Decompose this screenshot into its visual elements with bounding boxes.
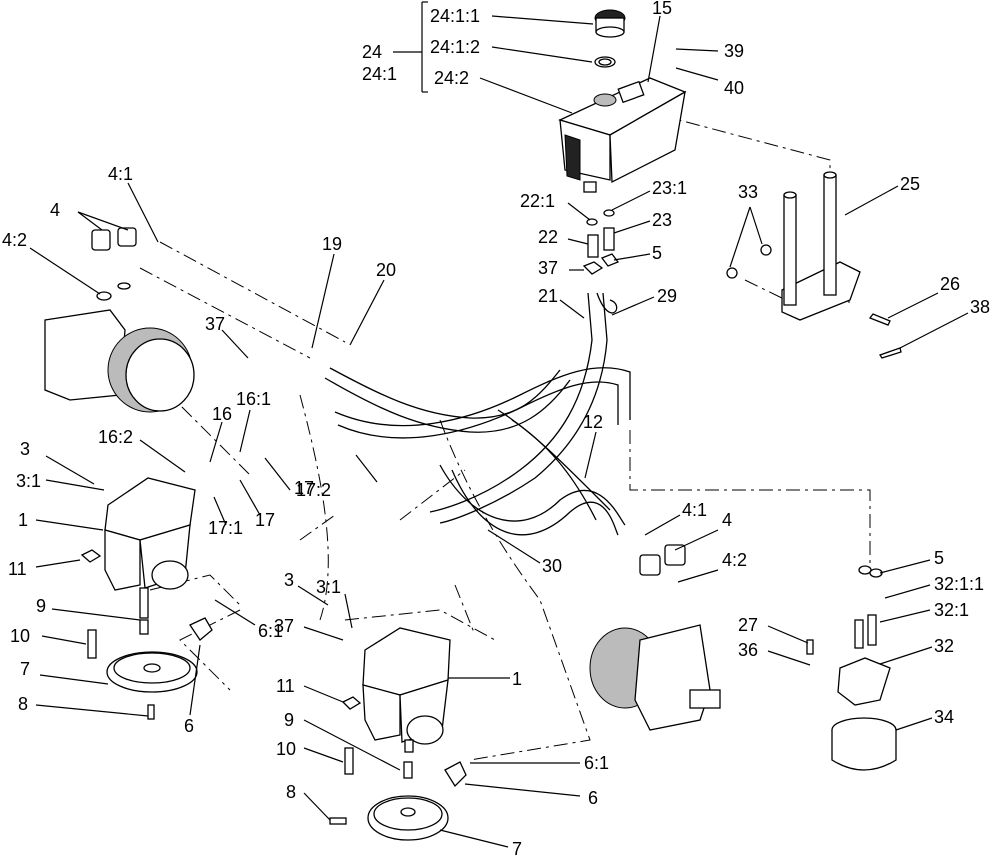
callout: 17:1 bbox=[208, 518, 243, 538]
callout: 3:1 bbox=[316, 577, 341, 597]
callout: 10 bbox=[276, 739, 296, 759]
reservoir-assembly bbox=[558, 9, 687, 193]
callout: 40 bbox=[724, 78, 744, 98]
callout: 22:1 bbox=[520, 191, 555, 211]
callout: 9 bbox=[284, 710, 294, 730]
callout: 24:1:1 bbox=[430, 6, 480, 26]
callout: 12 bbox=[583, 412, 603, 432]
callout: 6 bbox=[588, 788, 598, 808]
callout: 24:2 bbox=[434, 68, 469, 88]
callout: 19 bbox=[322, 234, 342, 254]
callout: 5 bbox=[934, 548, 944, 568]
callout-24-1: 24:1 bbox=[362, 64, 397, 84]
callout: 23 bbox=[652, 210, 672, 230]
callout: 34 bbox=[934, 707, 954, 727]
callout: 36 bbox=[738, 640, 758, 660]
callout: 32 bbox=[934, 636, 954, 656]
callout: 21 bbox=[538, 286, 558, 306]
callout: 6:1 bbox=[258, 621, 283, 641]
callout: 33 bbox=[738, 182, 758, 202]
left-hydrostatic-pump bbox=[80, 477, 213, 720]
leader-lines bbox=[29, 1, 969, 848]
callout: 15 bbox=[652, 0, 672, 18]
callout: 10 bbox=[10, 626, 30, 646]
callout: 25 bbox=[900, 174, 920, 194]
callout: 24:1:2 bbox=[430, 37, 480, 57]
callout: 27 bbox=[738, 615, 758, 635]
callout: 1 bbox=[512, 669, 522, 689]
callout: 20 bbox=[376, 260, 396, 280]
callout: 7 bbox=[20, 659, 30, 679]
callout: 3 bbox=[20, 439, 30, 459]
callout: 32:1:1 bbox=[934, 574, 984, 594]
callout-24: 24 bbox=[362, 42, 382, 62]
callout: 39 bbox=[724, 41, 744, 61]
callout: 16 bbox=[212, 404, 232, 424]
callout: 6 bbox=[184, 716, 194, 736]
left-wheel-motor bbox=[44, 227, 195, 413]
callout: 1 bbox=[18, 510, 28, 530]
callout: 4:2 bbox=[722, 550, 747, 570]
callout: 30 bbox=[542, 556, 562, 576]
callout: 32:1 bbox=[934, 600, 969, 620]
callout: 38 bbox=[970, 297, 990, 317]
hydraulic-hoses bbox=[324, 292, 631, 536]
callout: 29 bbox=[657, 286, 677, 306]
callout: 23:1 bbox=[652, 178, 687, 198]
callout: 4:2 bbox=[2, 230, 27, 250]
callout: 3:1 bbox=[16, 471, 41, 491]
callout: 8 bbox=[18, 694, 28, 714]
callout: 37 bbox=[538, 258, 558, 278]
assembly-center-lines bbox=[109, 114, 871, 761]
callout: 37 bbox=[205, 314, 225, 334]
callout: 22 bbox=[538, 227, 558, 247]
callout: 5 bbox=[652, 243, 662, 263]
callout: 11 bbox=[8, 559, 27, 579]
callout: 4:1 bbox=[682, 500, 707, 520]
callout: 4 bbox=[50, 200, 60, 220]
callout: 17 bbox=[255, 510, 275, 530]
callout: 4 bbox=[722, 510, 732, 530]
callout: 8 bbox=[286, 782, 296, 802]
callout: 17:2 bbox=[296, 480, 331, 500]
callout: 37 bbox=[274, 616, 294, 636]
center-hydrostatic-pump bbox=[329, 627, 467, 841]
callout: 11 bbox=[276, 676, 295, 696]
reservoir-fittings bbox=[582, 209, 620, 275]
callout: 7 bbox=[512, 839, 522, 859]
callout: 17 bbox=[294, 478, 314, 498]
mounting-bracket bbox=[726, 171, 902, 359]
callout: 9 bbox=[36, 596, 46, 616]
right-wheel-motor bbox=[589, 544, 721, 731]
callout-labels: 24 24:1 24:1:1 24:1:2 24:2 15 39 40 33 2… bbox=[2, 0, 990, 859]
callout: 4:1 bbox=[108, 164, 133, 184]
filter-assembly bbox=[806, 565, 897, 771]
callout: 26 bbox=[940, 274, 960, 294]
callout: 6:1 bbox=[584, 753, 609, 773]
callout: 16:1 bbox=[236, 389, 271, 409]
callout: 16:2 bbox=[98, 427, 133, 447]
callout: 3 bbox=[284, 570, 294, 590]
